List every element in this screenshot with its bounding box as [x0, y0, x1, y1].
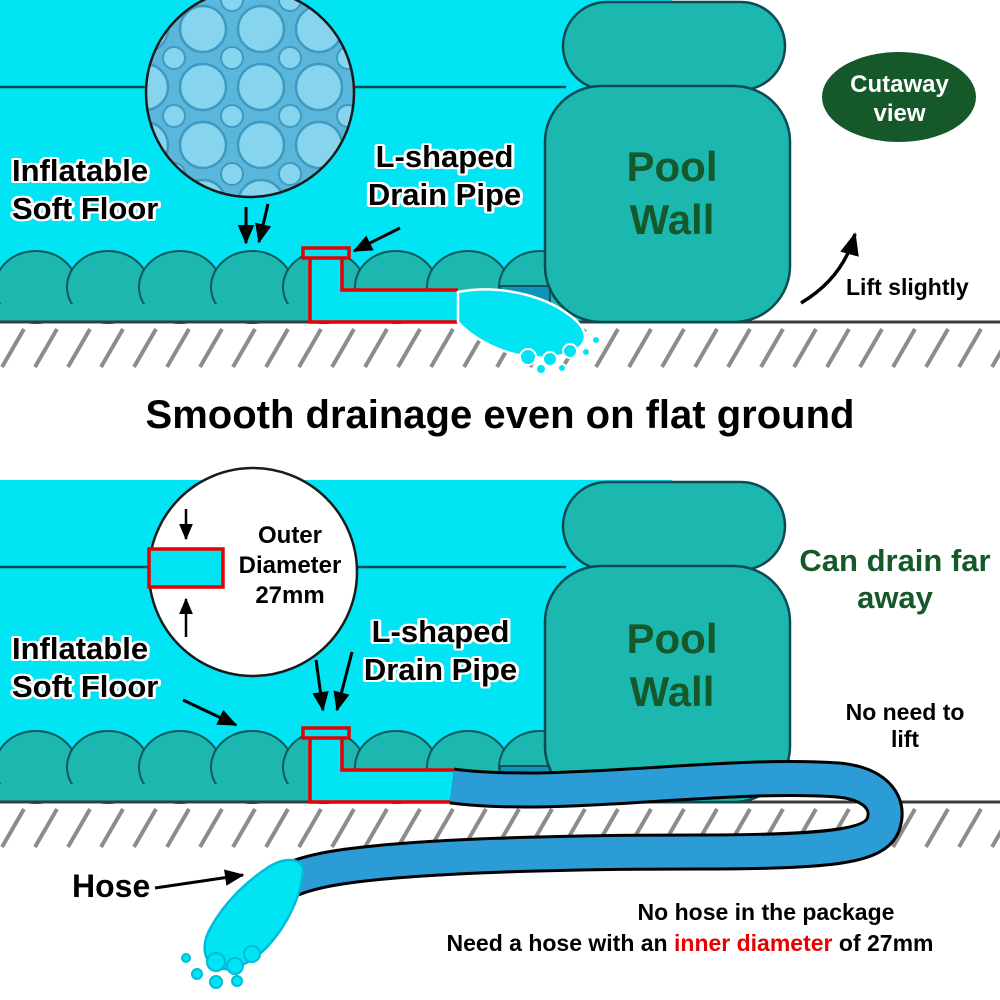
- no-hose-note: No hose in the package: [637, 899, 895, 925]
- hose-requirement-note: Need a hose with an inner diameter of 27…: [340, 930, 1000, 957]
- lift-arrow: [800, 232, 859, 305]
- pipe-diameter-magnifier: [147, 466, 359, 678]
- bottom-drain-pipe-label: L-shaped Drain Pipe: [363, 614, 518, 687]
- bottom-inflatable-floor-label: Inflatable Soft Floor: [12, 631, 159, 704]
- top-pool-wall-label: Pool Wall: [626, 143, 718, 243]
- note-suffix: of 27mm: [832, 930, 934, 956]
- floor-texture-magnifier: [144, 0, 356, 199]
- top-inflatable-floor-label: Inflatable Soft Floor: [12, 153, 159, 226]
- bottom-callout-arrows: [154, 651, 354, 890]
- top-drain-pipe-label: L-shaped Drain Pipe: [367, 139, 522, 212]
- main-heading: Smooth drainage even on flat ground: [145, 393, 855, 437]
- cutaway-badge-shape: [822, 52, 976, 142]
- can-drain-far-label: Can drain far away: [799, 543, 991, 615]
- hose-water-spray: [181, 858, 305, 989]
- outer-diameter-label: Outer Diameter 27mm: [238, 522, 342, 609]
- note-inner-diameter: inner diameter: [674, 930, 833, 956]
- top-callout-arrows: [237, 203, 401, 253]
- hose-label: Hose: [72, 868, 151, 904]
- cutaway-badge-label: Cutaway view: [850, 71, 949, 127]
- drain-hose: [277, 760, 904, 899]
- top-water-splash: [456, 288, 601, 375]
- no-need-to-lift-label: No need to lift: [845, 699, 965, 752]
- lift-slightly-label: Lift slightly: [846, 274, 969, 300]
- pipe-cross-section: [147, 547, 225, 589]
- bottom-pool-wall-label: Pool Wall: [626, 615, 718, 715]
- note-prefix: Need a hose with an: [446, 930, 674, 956]
